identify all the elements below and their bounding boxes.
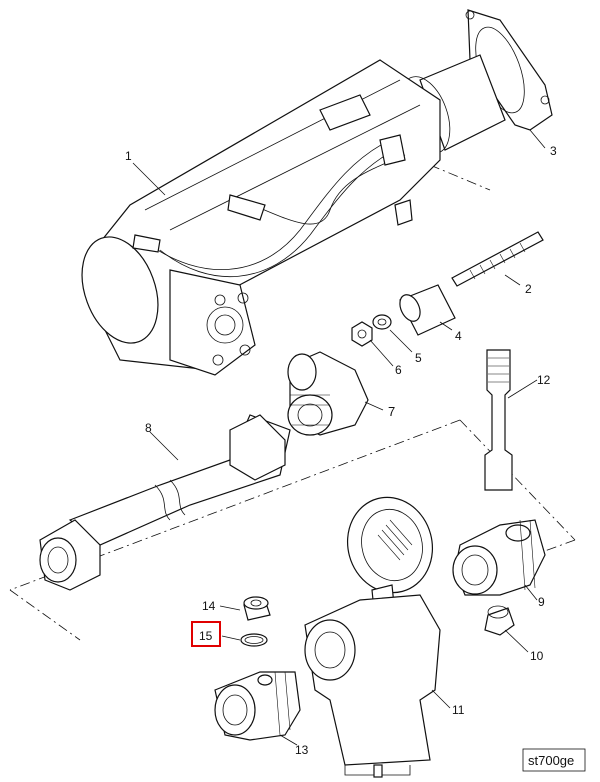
part-4-spacer[interactable] xyxy=(396,284,456,336)
callout-14: 14 xyxy=(202,599,216,613)
part-8-hose-assembly[interactable] xyxy=(39,414,291,591)
leader-lines xyxy=(132,129,546,746)
callout-15: 15 xyxy=(199,629,213,643)
drawing-tag: st700ge xyxy=(522,748,586,772)
part-1-motor[interactable] xyxy=(68,59,441,376)
callout-11: 11 xyxy=(452,703,465,717)
callout-4: 4 xyxy=(455,329,462,343)
part-15-o-ring[interactable] xyxy=(240,633,268,647)
callout-12: 12 xyxy=(537,373,551,387)
part-6-nut[interactable] xyxy=(351,321,373,347)
callout-13: 13 xyxy=(295,743,309,757)
part-7-elbow-fitting[interactable] xyxy=(287,351,369,436)
callout-9: 9 xyxy=(538,595,545,609)
callout-labels: 1 2 3 4 5 6 7 8 9 10 11 12 13 14 15 xyxy=(125,144,557,757)
part-14-plug[interactable] xyxy=(243,596,271,621)
callout-6: 6 xyxy=(395,363,402,377)
callout-3: 3 xyxy=(550,144,557,158)
callout-8: 8 xyxy=(145,421,152,435)
part-5-lock-washer[interactable] xyxy=(372,314,392,330)
callout-2: 2 xyxy=(525,282,532,296)
drawing-tag-text: st700ge xyxy=(528,753,574,768)
part-9-tee-fitting[interactable] xyxy=(452,519,546,596)
callout-1: 1 xyxy=(125,149,132,163)
part-13-adapter-fitting[interactable] xyxy=(214,671,301,741)
callout-15-highlight xyxy=(191,621,221,647)
part-2-stud[interactable] xyxy=(451,231,544,287)
callout-5: 5 xyxy=(415,351,422,365)
callout-10: 10 xyxy=(530,649,544,663)
callout-7: 7 xyxy=(388,404,395,419)
part-10-plug[interactable] xyxy=(484,605,515,636)
part-11-gauge-body[interactable] xyxy=(304,488,443,778)
part-12-probe[interactable] xyxy=(484,349,513,491)
